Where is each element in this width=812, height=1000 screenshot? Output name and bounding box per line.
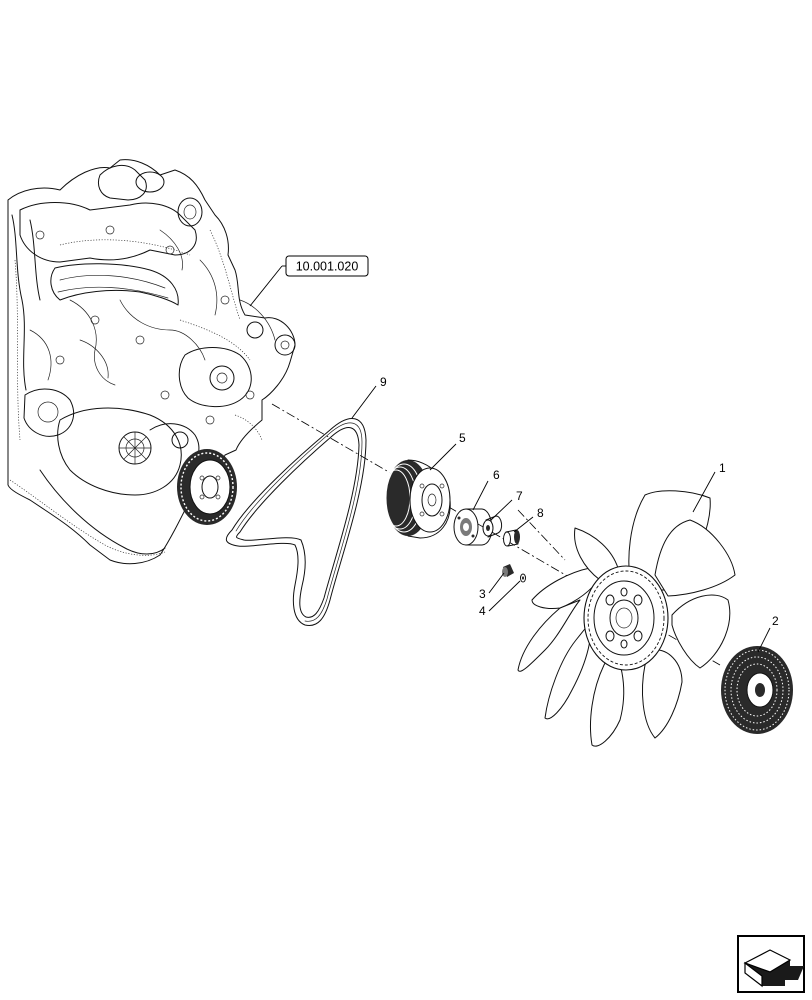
callout-4: 4: [479, 604, 486, 618]
bolt: [503, 529, 520, 547]
screw: [502, 564, 514, 577]
callout-3: 3: [479, 587, 486, 601]
callout-7: 7: [516, 489, 523, 503]
next-page-arrow-icon[interactable]: [737, 935, 805, 993]
engine-assembly: [7, 159, 296, 565]
bushing: [482, 515, 503, 538]
callout-leaders: [249, 265, 771, 653]
callout-2: 2: [772, 614, 779, 628]
cross-reference-tag[interactable]: 10.001.020: [285, 255, 369, 277]
callout-8: 8: [537, 506, 544, 520]
serpentine-belt: [225, 418, 367, 627]
callout-6: 6: [493, 468, 500, 482]
callout-9: 9: [380, 375, 387, 389]
callout-5: 5: [459, 431, 466, 445]
crankshaft-pulley: [177, 449, 237, 525]
cross-reference-label: 10.001.020: [296, 260, 359, 274]
fan-drive-pulley: [381, 459, 451, 539]
callout-numbers: 1 2 3 4 5 6 7 8 9: [380, 375, 779, 628]
fan-spacer-hub: [453, 508, 493, 546]
callout-1: 1: [719, 461, 726, 475]
washer: [520, 573, 526, 583]
cooling-fan: [517, 490, 736, 747]
viscous-fan-clutch: [721, 646, 793, 734]
